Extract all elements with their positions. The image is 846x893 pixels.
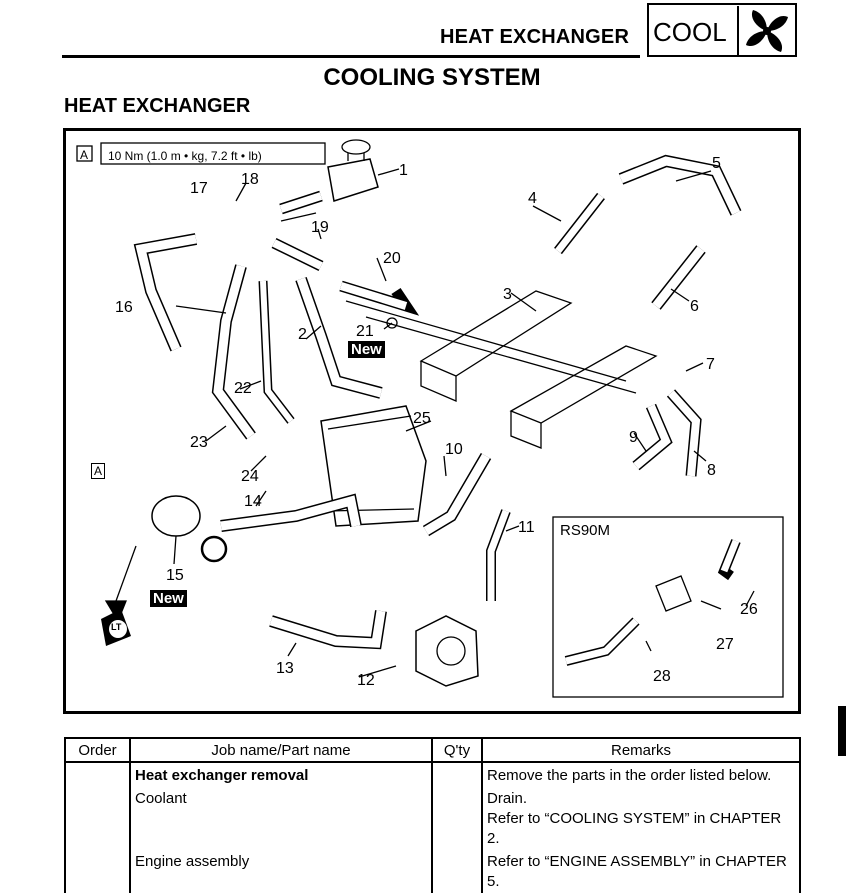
- svg-text:1: 1: [399, 162, 408, 179]
- new-label: New: [348, 341, 385, 358]
- header-section-label: HEAT EXCHANGER: [440, 26, 630, 48]
- table-row: Coolant Drain. Refer to “COOLING SYSTEM”…: [64, 787, 801, 850]
- lt-bottle-icon: [101, 609, 131, 646]
- table-cell-order: [64, 762, 131, 787]
- table-row: Engine assembly Refer to “ENGINE ASSEMBL…: [64, 850, 801, 893]
- page-title: COOLING SYSTEM: [323, 64, 541, 91]
- torque-ref-label: A: [91, 463, 106, 479]
- svg-text:12: 12: [357, 672, 375, 689]
- diagram-drawing: 1 2 3 4 5 6 7 8 9 10 11 12 13 14 15 16 1…: [76, 139, 784, 698]
- table-cell-remarks: Refer to “ENGINE ASSEMBLY” in CHAPTER 5.: [481, 850, 801, 893]
- svg-text:3: 3: [503, 286, 512, 303]
- parts-table: Order Job name/Part name Q'ty Remarks He…: [64, 737, 801, 893]
- svg-text:13: 13: [276, 660, 294, 677]
- svg-text:5: 5: [712, 155, 721, 172]
- svg-text:24: 24: [241, 468, 259, 485]
- table-header-qty: Q'ty: [431, 737, 483, 763]
- section-title: HEAT EXCHANGER: [64, 95, 251, 117]
- svg-text:28: 28: [653, 668, 671, 685]
- inset-title: RS90M: [560, 522, 611, 539]
- table-cell-qty: [431, 850, 483, 893]
- svg-text:15: 15: [166, 567, 184, 584]
- table-cell-remarks: Drain. Refer to “COOLING SYSTEM” in CHAP…: [481, 787, 801, 850]
- table-header-order: Order: [64, 737, 131, 763]
- table-cell-qty: [431, 787, 483, 850]
- new-label: New: [150, 590, 187, 607]
- torque-key-label: A: [80, 148, 89, 162]
- svg-text:23: 23: [190, 434, 208, 451]
- exploded-diagram: 1 2 3 4 5 6 7 8 9 10 11 12 13 14 15 16 1…: [63, 128, 801, 714]
- svg-text:7: 7: [706, 356, 715, 373]
- page-edge-tab: [838, 706, 846, 756]
- table-cell-name: Coolant: [129, 787, 433, 850]
- table-cell-order: [64, 787, 131, 850]
- table-cell-qty: [431, 762, 483, 787]
- torque-spec: 10 Nm (1.0 m • kg, 7.2 ft • lb): [108, 149, 262, 163]
- table-cell-name: Heat exchanger removal: [129, 762, 433, 787]
- svg-text:8: 8: [707, 462, 716, 479]
- svg-text:18: 18: [241, 171, 259, 188]
- svg-text:14: 14: [244, 493, 262, 510]
- table-header-job-name: Job name/Part name: [129, 737, 433, 763]
- table-header-remarks: Remarks: [481, 737, 801, 763]
- table-cell-remarks: Remove the parts in the order listed bel…: [481, 762, 801, 787]
- svg-text:2: 2: [298, 326, 307, 343]
- table-cell-name: Engine assembly: [129, 850, 433, 893]
- svg-text:21: 21: [356, 323, 374, 340]
- svg-text:19: 19: [311, 219, 329, 236]
- lt-label: LT: [111, 622, 122, 632]
- svg-text:6: 6: [690, 298, 699, 315]
- svg-text:26: 26: [740, 601, 758, 618]
- svg-text:9: 9: [629, 429, 638, 446]
- table-cell-order: [64, 850, 131, 893]
- svg-text:22: 22: [234, 380, 252, 397]
- svg-text:4: 4: [528, 190, 537, 207]
- svg-text:25: 25: [413, 410, 431, 427]
- svg-text:27: 27: [716, 636, 734, 653]
- table-row: Heat exchanger removal Remove the parts …: [64, 762, 801, 787]
- header-rule: [62, 55, 640, 58]
- svg-text:17: 17: [190, 180, 208, 197]
- fan-icon: [737, 6, 797, 55]
- chapter-tab-label: COOL: [653, 17, 727, 47]
- svg-text:10: 10: [445, 441, 463, 458]
- svg-text:11: 11: [518, 519, 535, 536]
- chapter-tab: COOL: [647, 3, 797, 57]
- svg-text:16: 16: [115, 299, 133, 316]
- svg-text:20: 20: [383, 250, 401, 267]
